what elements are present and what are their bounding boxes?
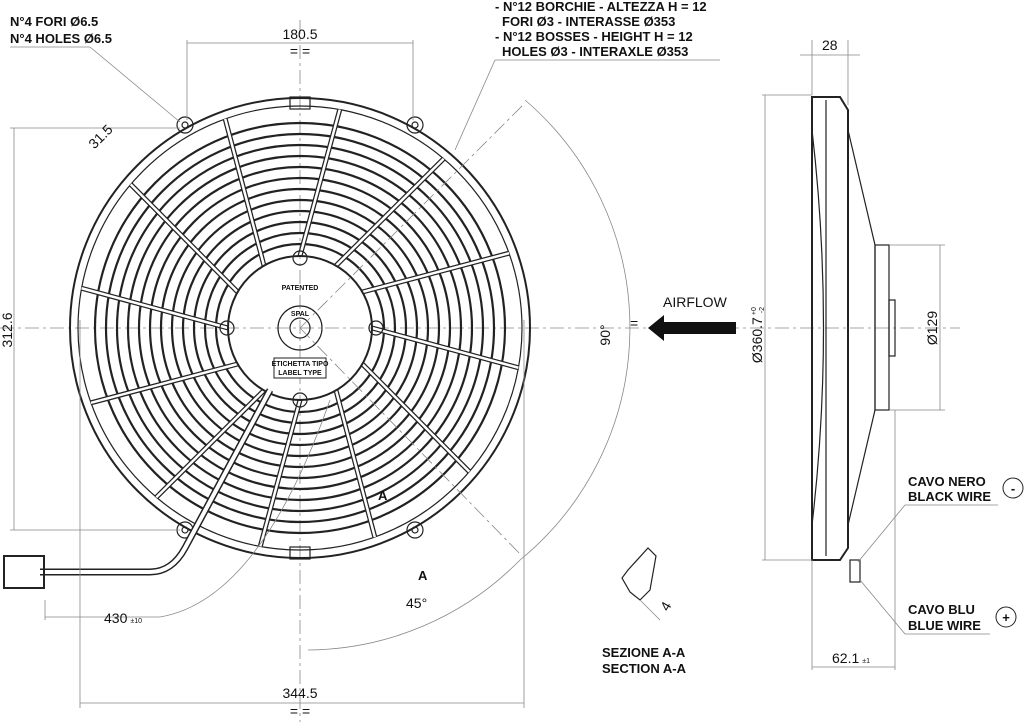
plus-icon [995,606,1017,628]
grill-spoke [129,183,239,293]
dim-diameter: Ø360.7+0-2 [749,307,766,363]
type-label-line1: ETICHETTA TIPO [272,361,329,368]
hub-mount-top [292,250,308,266]
holes-note-it: N°4 FORI Ø6.5 [10,14,98,29]
top-boss [289,96,311,110]
grill-ring [115,143,485,513]
fan-inner-frame [77,105,523,551]
holes-leader [89,46,181,123]
minus-sign: - [1011,481,1015,496]
bosses-note-4: HOLES Ø3 - INTERAXLE Ø353 [502,44,688,59]
bottom-boss [289,546,311,560]
blue-wire-en: BLUE WIRE [908,618,981,633]
grill-spoke [334,390,376,538]
bosses-note-3: - N°12 BOSSES - HEIGHT H = 12 [495,29,693,44]
fan-front-view: PATENTED SPAL ETICHETTA TIPO LABEL TYPE [3,96,531,589]
black-wire-it: CAVO NERO [908,474,986,489]
grill-spoke [155,389,265,499]
bosses-note-1: - N°12 BORCHIE - ALTEZZA H = 12 [495,0,707,14]
black-wire-en: BLACK WIRE [908,489,991,504]
hub-mount-bottom [292,392,308,408]
grill-spoke [371,326,519,369]
dim-bolt-offset: 31.5 [85,121,116,152]
dim-equal-top: = = [290,43,310,59]
grill-spoke [90,362,238,404]
hub-brand-logo: SPAL [291,311,310,318]
dim-width: 344.5 [282,685,317,701]
hub-center-cap [277,305,323,351]
grill-spoke [362,252,510,294]
grill-spoke [335,157,445,267]
hub-mount-right [368,320,384,336]
grill-ring [126,154,474,502]
dim-depth-top: 28 [822,37,838,53]
dim-equal-bottom: = = [290,703,310,719]
grill-rings [93,121,507,535]
fan-side-view [811,96,896,583]
grill-ring [159,187,441,469]
grill-spoke [259,399,302,547]
fan-outer-frame [69,97,531,559]
bosses-note-2: FORI Ø3 - INTERASSE Ø353 [502,14,675,29]
grill-ring [170,198,430,458]
grill-ring [181,209,419,447]
angle-arc-90 [519,99,631,561]
patented-label: PATENTED [282,285,319,292]
section-marker-bottom: A [418,568,428,583]
dim-height: 312.6 [0,312,15,347]
section-title-en: SECTION A-A [602,661,687,676]
section-a-a-profile [621,547,657,601]
mounting-holes [176,116,424,539]
grill-ring [137,165,463,491]
dim-line-cable [45,399,331,618]
type-label-line2: LABEL TYPE [278,370,322,377]
dim-hub-diameter: Ø129 [924,311,940,345]
grill-spoke [298,109,341,257]
minus-icon [1002,477,1024,499]
grill-ring [104,132,496,524]
grill-ring [192,220,408,436]
dim-cable-length: 430±10 [104,610,142,626]
section-title-it: SEZIONE A-A [602,645,686,660]
grill-ring [93,121,507,535]
grill-ring [214,242,386,414]
angle-45: 45° [406,595,427,611]
grill-spoke [361,363,471,473]
grill-spoke [224,118,266,266]
connector [3,555,45,589]
dim-top-width: 180.5 [282,26,317,42]
angle-90: 90° [597,324,613,345]
section-thickness: 4 [657,599,675,614]
equal-mark: = [630,315,638,331]
hub-mount-left [219,320,235,336]
grill-spokes [80,108,520,548]
hub-shaft [289,317,311,339]
dim-depth-total: 62.1±1 [832,650,870,666]
bosses-leader [454,59,496,151]
blue-wire-it: CAVO BLU [908,602,975,617]
type-label-box [273,357,327,379]
grill-ring [148,176,452,480]
holes-note-en: N°4 HOLES Ø6.5 [10,31,112,46]
motor-hub [227,255,373,401]
airflow-label: AIRFLOW [663,294,728,310]
airflow-arrow-icon [648,315,736,341]
side-connector [849,559,861,583]
section-marker-top: A [378,488,388,503]
plus-sign: + [1002,610,1010,625]
grill-spoke [81,287,229,330]
grill-ring [203,231,397,425]
